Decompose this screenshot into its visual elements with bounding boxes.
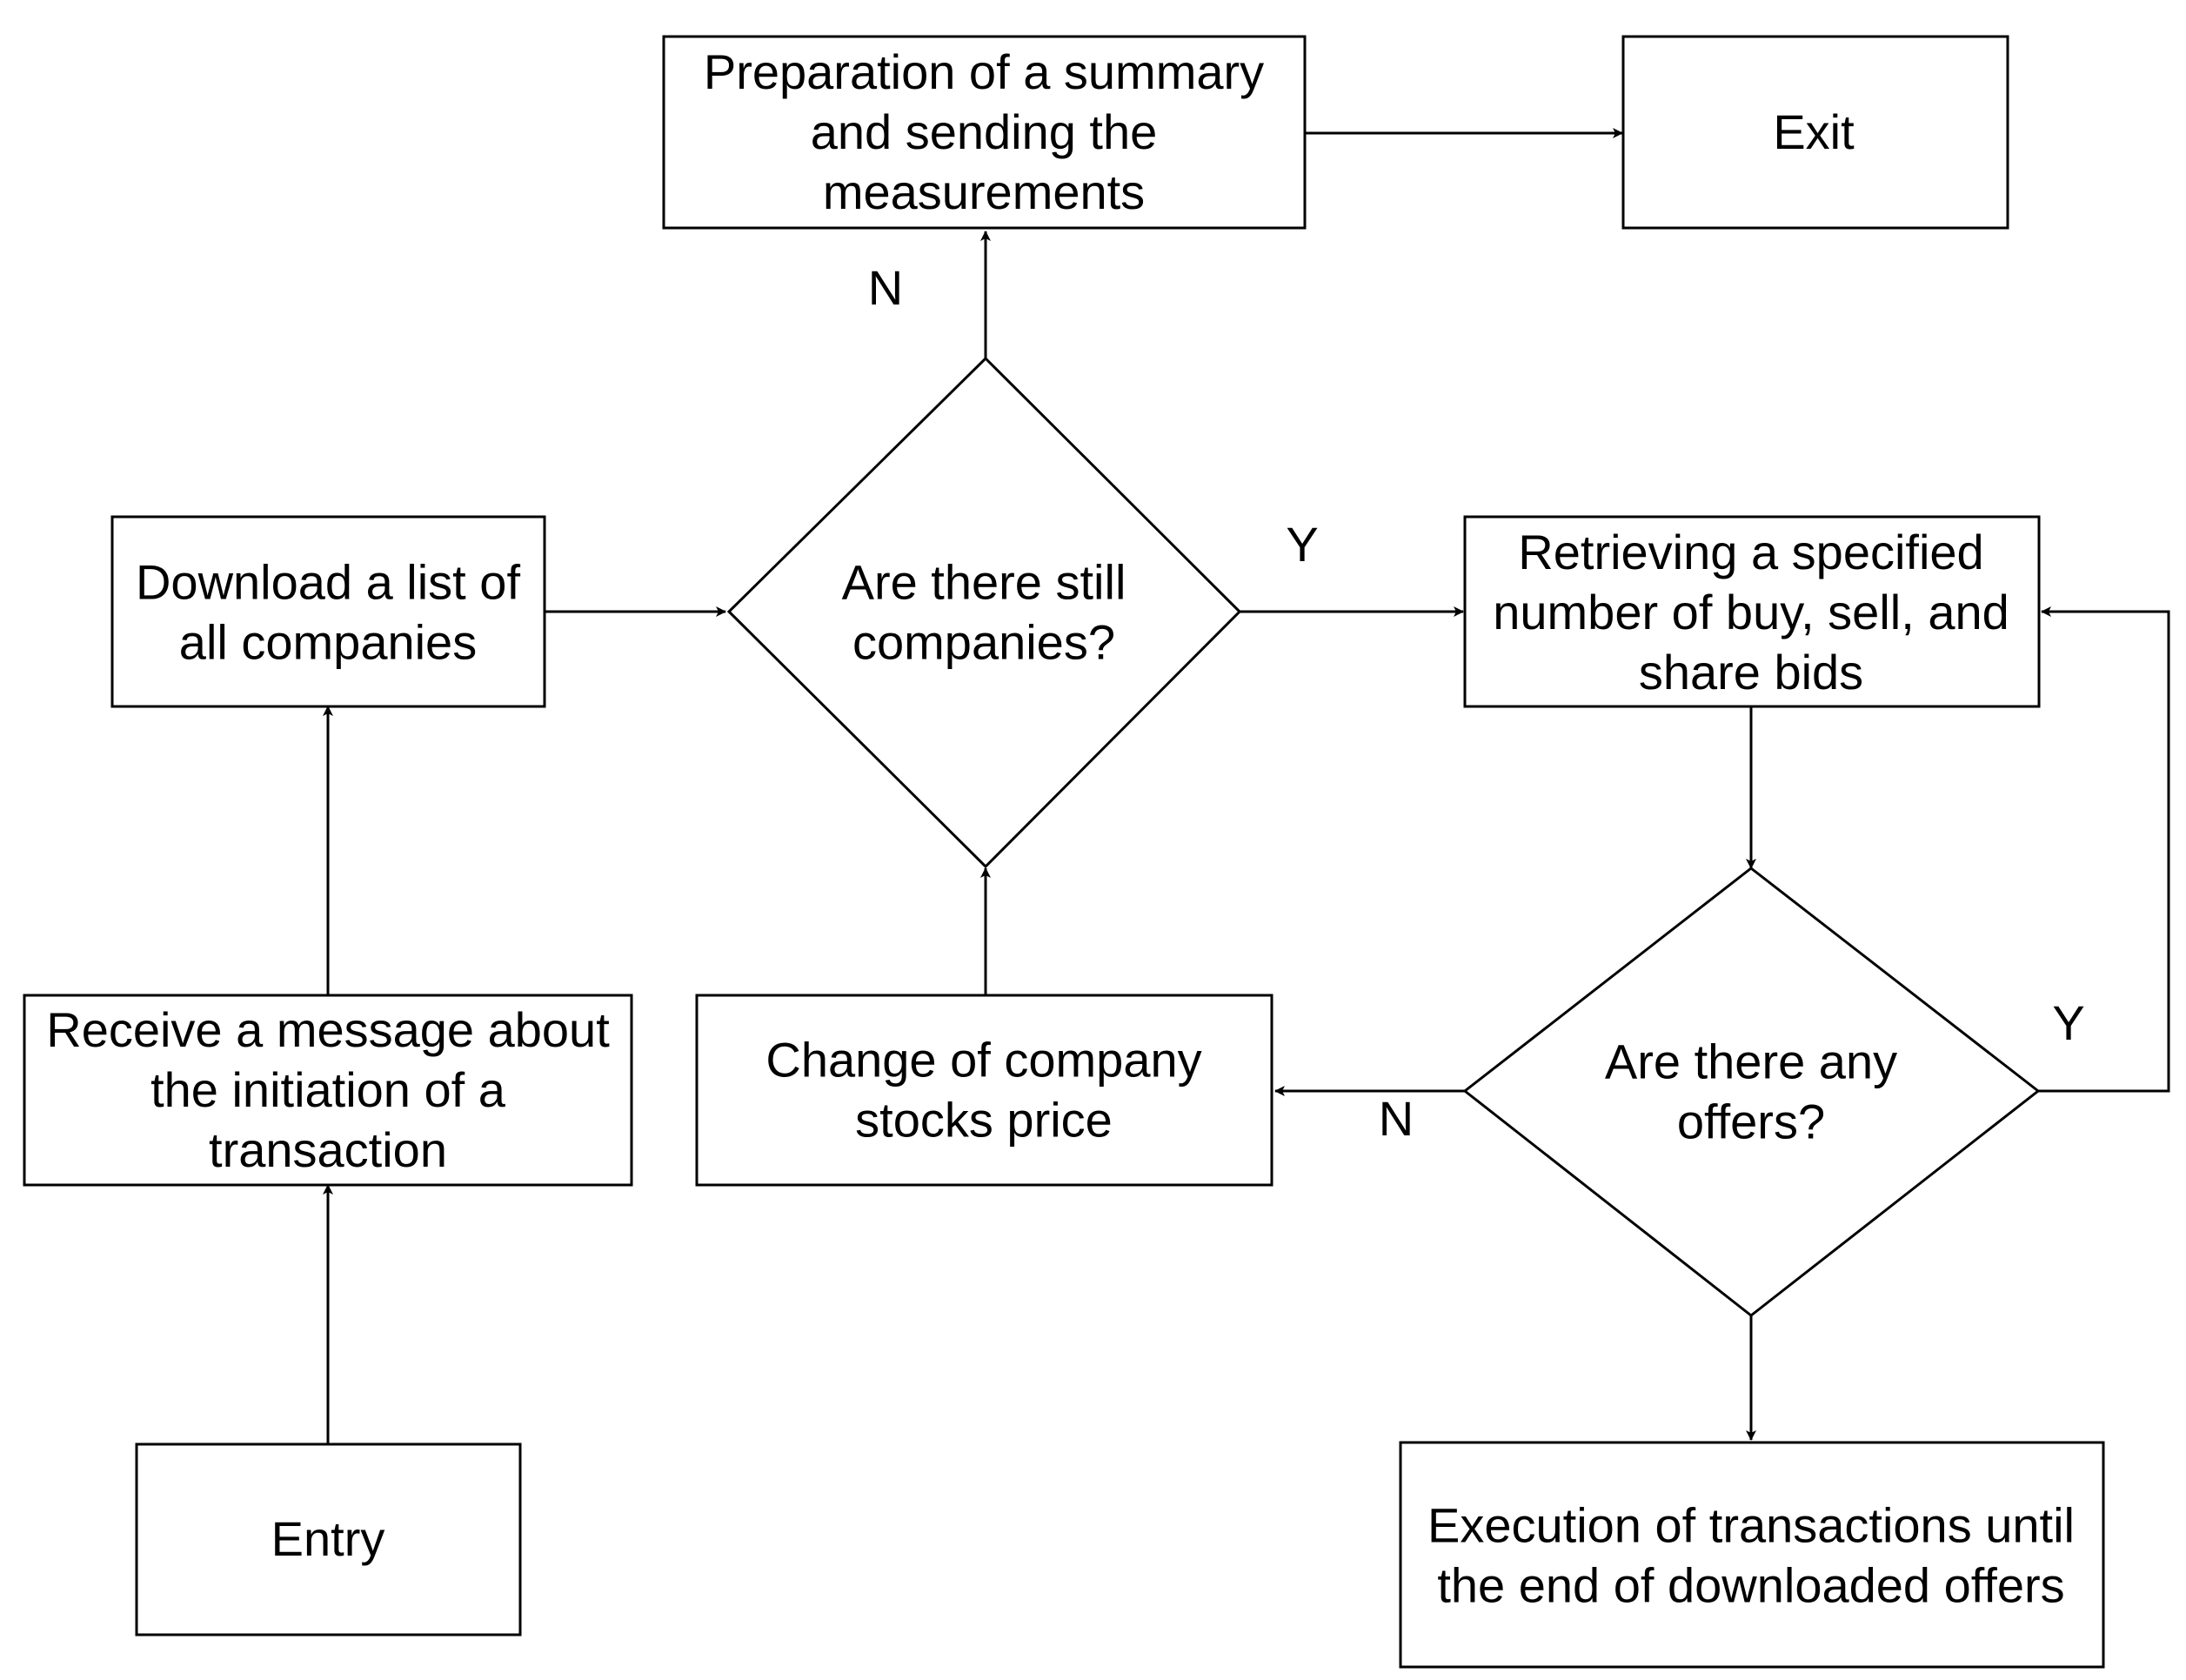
node-retrieve-bids-label: Retrieving a specified number of buy, sel… <box>1493 525 2009 699</box>
edge-label-still-yes: Y <box>1286 517 1318 572</box>
node-label-line: Download a list of <box>136 555 520 610</box>
edge-offers-loop-to-retrieve <box>2038 606 2170 1093</box>
node-label-line: Entry <box>271 1511 385 1566</box>
node-label-line: Execution of transactions until <box>1427 1498 2075 1553</box>
node-label-line: offers? <box>1677 1094 1825 1149</box>
edges <box>323 128 2170 1444</box>
node-retrieve-bids: Retrieving a specified number of buy, sel… <box>1463 515 2041 708</box>
node-label-line: Change of company <box>765 1033 1201 1088</box>
node-label-line: the end of downloaded offers <box>1437 1558 2064 1613</box>
node-label-line: share bids <box>1639 645 1863 699</box>
node-label-line: companies? <box>852 615 1115 670</box>
node-entry-label: Entry <box>271 1511 385 1566</box>
node-exit-label: Exit <box>1773 104 1855 159</box>
node-label-line: measurements <box>823 164 1145 219</box>
edge-label-offers-no: N <box>1379 1091 1414 1146</box>
edge-label-offers-yes: Y <box>2052 995 2084 1050</box>
node-label-line: number of buy, sell, and <box>1493 585 2009 639</box>
edge-labels: N Y N Y <box>868 260 2085 1146</box>
node-label-line: the initiation of a <box>150 1062 506 1117</box>
edge-label-still-no: N <box>868 260 903 315</box>
node-label-line: and sending the <box>811 104 1158 159</box>
node-label-line: Are there any <box>1605 1034 1897 1089</box>
node-label-line: Receive a message about <box>46 1002 610 1057</box>
node-entry: Entry <box>135 1442 522 1636</box>
node-label-line: Exit <box>1773 104 1855 159</box>
node-exit: Exit <box>1621 35 2009 230</box>
node-label-line: all companies <box>179 615 477 670</box>
node-label-line: Are there still <box>842 555 1126 610</box>
node-label-line: transaction <box>209 1122 447 1177</box>
node-label-line: Preparation of a summary <box>704 44 1264 99</box>
node-label-line: stocks price <box>855 1093 1113 1148</box>
node-label-line: Retrieving a specified <box>1518 525 1983 579</box>
